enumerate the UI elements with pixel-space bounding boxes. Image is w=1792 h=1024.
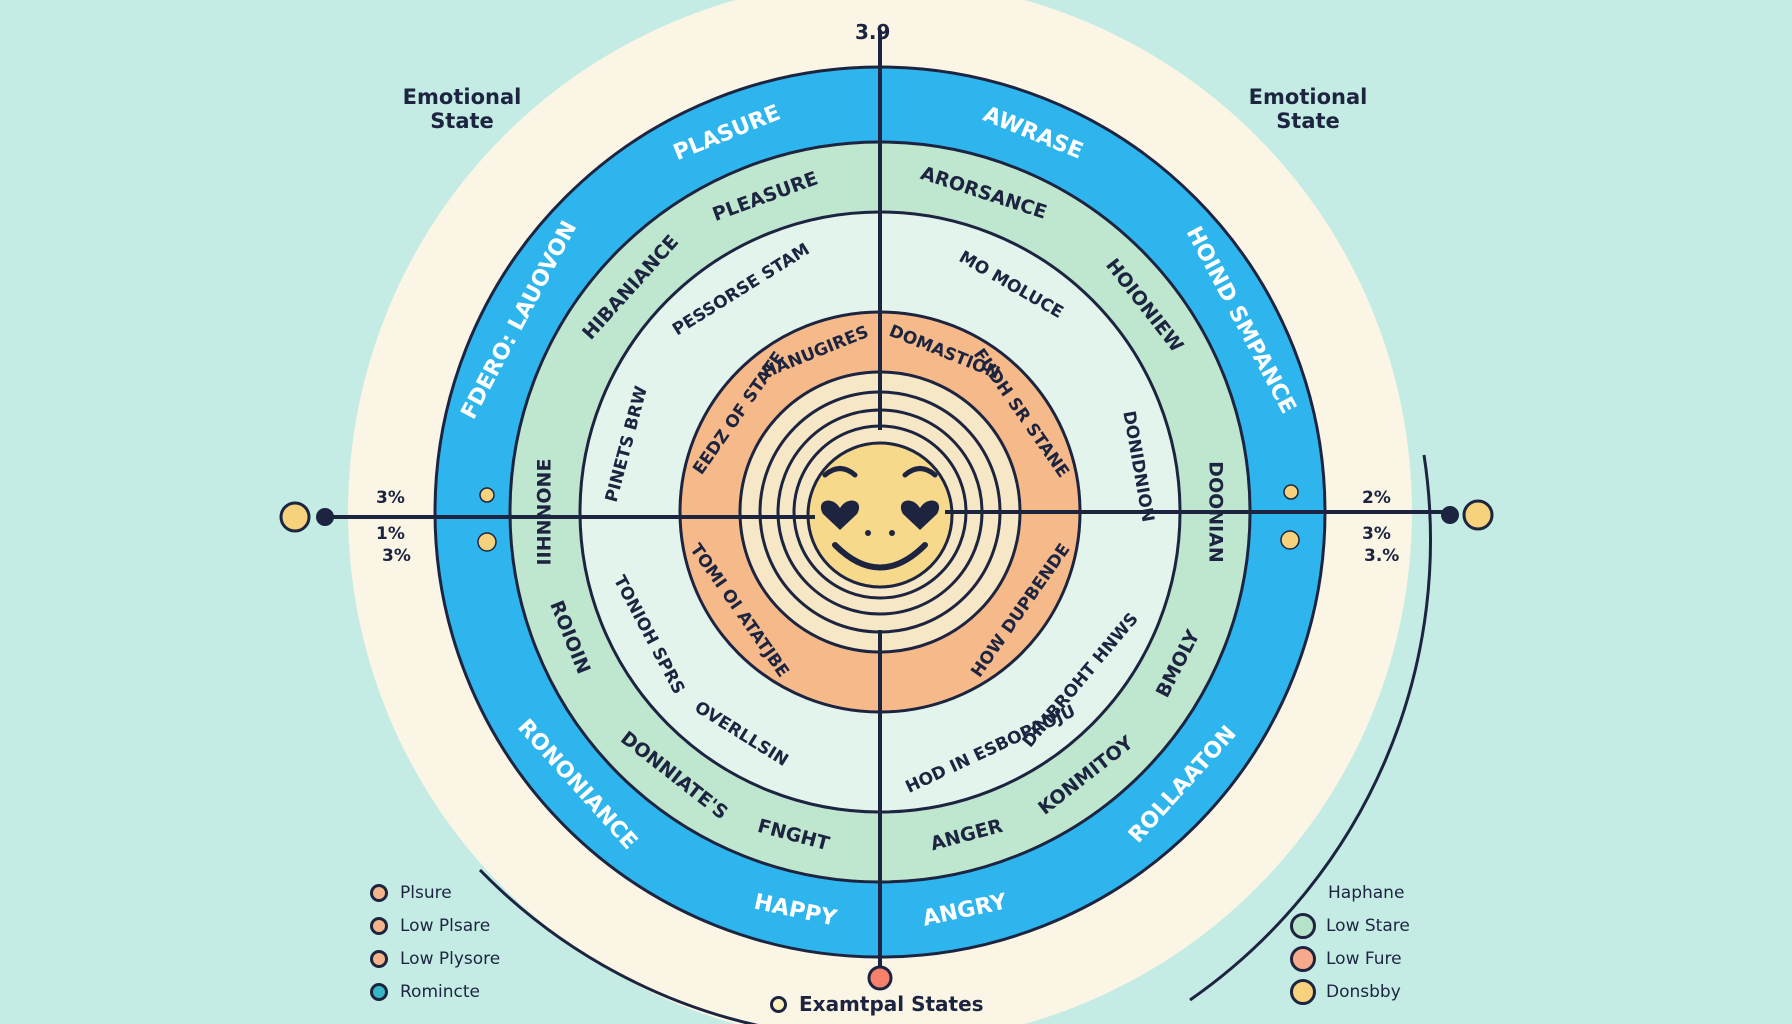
bottom-knob <box>867 965 893 991</box>
legend-label: Haphane <box>1328 882 1405 903</box>
ring-label-green: IIHNNONE <box>534 459 556 566</box>
legend-label: Low Plsare <box>400 915 491 936</box>
marker-right-1 <box>1283 484 1299 500</box>
outer-arc-left <box>478 868 759 1024</box>
note-dot-icon <box>770 995 787 1013</box>
legend-right-item: Donsbby <box>1290 975 1410 1008</box>
corner-label-left: Emotional State <box>402 85 522 133</box>
pct-left-3: 3% <box>382 546 411 566</box>
bottom-note-label: Examtpal States <box>799 992 984 1016</box>
legend-left-item: Low Plsare <box>370 909 500 942</box>
legend-dot-icon <box>370 883 388 902</box>
legend-left-item: Romincte <box>370 975 500 1008</box>
legend-label: Romincte <box>400 981 480 1002</box>
legend-right: Haphane Low Stare Low Fure Donsbby <box>1290 876 1410 1008</box>
legend-dot-icon <box>370 949 388 968</box>
heart-eyes-smiley-icon <box>806 441 954 589</box>
legend-label: Donsbby <box>1326 981 1401 1002</box>
top-number: 3.9 <box>855 20 891 44</box>
left-knob-outer <box>279 501 311 533</box>
left-knob-inner <box>316 508 334 526</box>
pct-left-2: 1% <box>376 524 405 544</box>
legend-dot-icon <box>1290 912 1316 939</box>
legend-dot-icon <box>1290 945 1316 972</box>
pct-right-1: 2% <box>1362 488 1391 508</box>
outer-arc-right <box>1189 454 1432 1002</box>
legend-label: Low Stare <box>1326 915 1410 936</box>
legend-right-item: Haphane <box>1290 876 1410 909</box>
legend-dot-icon <box>370 916 388 935</box>
marker-left-1 <box>479 487 495 503</box>
bottom-note: Examtpal States <box>770 992 984 1016</box>
legend-left-item: Plsure <box>370 876 500 909</box>
legend-label: Low Plysore <box>400 948 501 969</box>
legend-left: Plsure Low Plsare Low Plysore Romincte <box>370 876 500 1008</box>
legend-left-item: Low Plysore <box>370 942 500 975</box>
ring-label-green: DOONIAN <box>1205 461 1227 563</box>
pct-right-2: 3% <box>1362 524 1391 544</box>
right-knob-outer <box>1462 499 1494 531</box>
legend-dot-icon <box>1290 978 1316 1005</box>
pct-right-3: 3.% <box>1364 546 1400 566</box>
pct-left-1: 3% <box>376 488 405 508</box>
legend-right-item: Low Fure <box>1290 942 1410 975</box>
marker-left-2 <box>477 532 497 552</box>
legend-label: Plsure <box>400 882 452 903</box>
corner-label-right: Emotional State <box>1248 85 1368 133</box>
right-knob-inner <box>1441 506 1459 524</box>
legend-label: Low Fure <box>1326 948 1402 969</box>
legend-dot-icon <box>370 982 388 1001</box>
legend-right-item: Low Stare <box>1290 909 1410 942</box>
marker-right-2 <box>1280 530 1300 550</box>
